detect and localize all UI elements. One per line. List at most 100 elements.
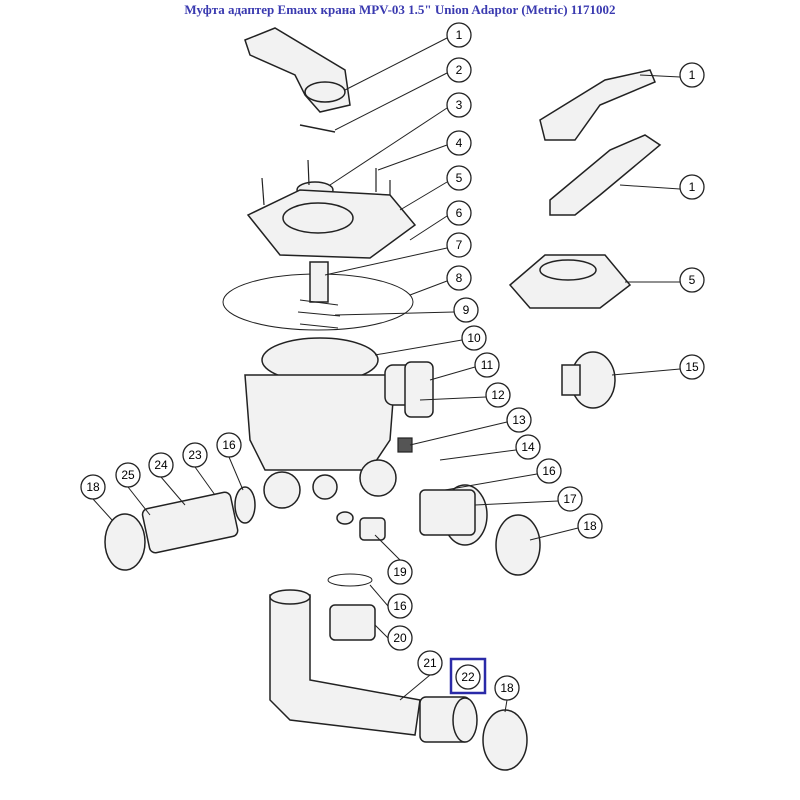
callout-circle [446,165,472,191]
valve-body [244,337,431,509]
callout-15: 15 [679,354,705,380]
callout-circle [446,22,472,48]
callout-label: 18 [86,480,100,494]
callout-circle [485,382,511,408]
callout-label: 18 [583,519,597,533]
page-title: Муфта адаптер Emaux крана MPV-03 1.5" Un… [184,2,616,17]
callout-circle [387,559,413,585]
callout-circle [446,265,472,291]
callout-circle [557,486,583,512]
callout-label: 16 [222,438,236,452]
leader-lines [92,37,681,713]
union-nut-18-bottom [482,709,528,771]
callout-label: 21 [423,656,437,670]
callout-3: 3 [446,92,472,118]
callout-19: 19 [387,559,413,585]
callout-18: 18 [494,675,520,701]
left-union-assembly [104,486,256,571]
callout-label: 25 [121,468,135,482]
callout-label: 1 [689,68,696,82]
callout-circle [216,432,242,458]
callout-17: 17 [557,486,583,512]
callout-5: 5 [679,267,705,293]
callout-label: 20 [393,631,407,645]
union-adaptor-22 [419,696,478,743]
callout-label: 9 [463,303,470,317]
callout-25: 25 [115,462,141,488]
callout-18: 18 [577,513,603,539]
callout-circle [515,434,541,460]
callout-circle [679,62,705,88]
callout-label: 12 [491,388,505,402]
callout-4: 4 [446,130,472,156]
callout-1: 1 [679,62,705,88]
gauge-15 [561,351,616,409]
callout-label: 1 [456,28,463,42]
callout-label: 17 [563,492,577,506]
o-ring-16 [327,573,373,587]
callout-24: 24 [148,452,174,478]
callout-label: 18 [500,681,514,695]
handle-part [244,27,351,113]
callout-label: 5 [689,273,696,287]
callout-circle [679,267,705,293]
callouts: 1234567891011121314161718115151825242316… [80,22,705,701]
callout-circle [455,664,481,690]
callout-circle [387,593,413,619]
callout-label: 2 [456,63,463,77]
callout-circle [417,650,443,676]
callout-7: 7 [446,232,472,258]
callout-23: 23 [182,442,208,468]
callout-circle [506,407,532,433]
adaptor-20 [329,604,376,641]
callout-circle [148,452,174,478]
callout-circle [387,625,413,651]
callout-1: 1 [679,174,705,200]
callout-circle [494,675,520,701]
callout-circle [446,130,472,156]
callout-circle [80,474,106,500]
callout-label: 1 [689,180,696,194]
callout-circle [446,92,472,118]
callout-9: 9 [453,297,479,323]
callout-label: 16 [542,464,556,478]
callout-label: 8 [456,271,463,285]
callout-circle [115,462,141,488]
callout-2: 2 [446,57,472,83]
callout-13: 13 [506,407,532,433]
cover-part [246,189,417,259]
callout-label: 4 [456,136,463,150]
drain-plug [397,437,413,453]
elbow-pipe-21 [269,589,421,736]
callout-circle [679,174,705,200]
callout-12: 12 [485,382,511,408]
small-rings-19 [336,511,386,541]
callout-10: 10 [461,325,487,351]
callout-circle [679,354,705,380]
callout-label: 23 [188,448,202,462]
callout-22: 22 [455,664,481,690]
callout-label: 15 [685,360,699,374]
callout-circle [182,442,208,468]
callout-circle [453,297,479,323]
callout-circle [446,232,472,258]
callout-label: 13 [512,413,526,427]
callout-label: 10 [467,331,481,345]
callout-label: 5 [456,171,463,185]
right-cover-5 [508,254,632,309]
callout-label: 14 [521,440,535,454]
callout-5: 5 [446,165,472,191]
callout-8: 8 [446,265,472,291]
callout-circle [446,200,472,226]
callout-16: 16 [387,593,413,619]
callout-label: 11 [481,358,494,372]
callout-label: 16 [393,599,407,613]
right-handle-1 [539,69,662,216]
callout-label: 3 [456,98,463,112]
callout-label: 6 [456,206,463,220]
callout-16: 16 [216,432,242,458]
right-union-assembly [419,484,541,576]
callout-circle [446,57,472,83]
callout-circle [536,458,562,484]
